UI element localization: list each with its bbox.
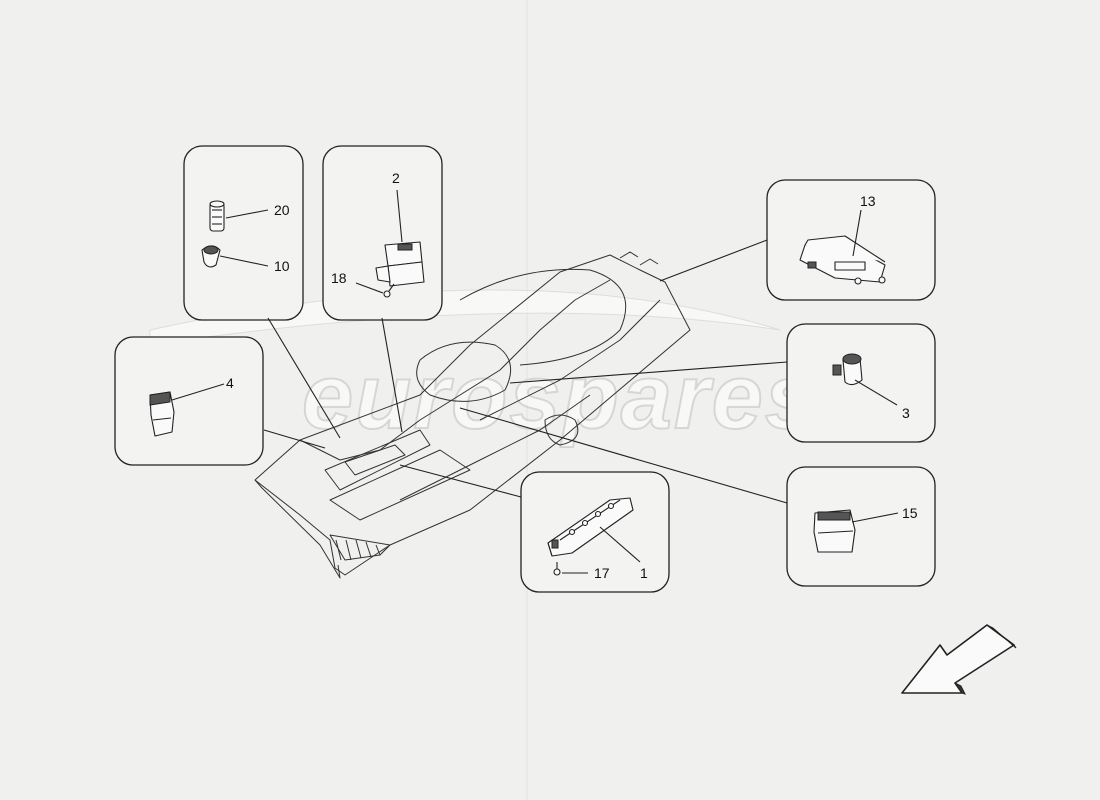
center-console-assembly — [254, 251, 691, 579]
callout-box-2-18: 2 18 — [322, 145, 443, 321]
switch-panel-part-1 — [547, 497, 634, 557]
leader-box-4 — [263, 429, 326, 449]
switch-part-2 — [375, 241, 425, 287]
direction-arrow-icon — [901, 624, 1017, 695]
callout-box-15: 15 — [786, 466, 936, 587]
switch-panel-part-13 — [799, 235, 886, 285]
leader-box-20-10 — [267, 317, 341, 439]
leader-box-15 — [459, 407, 788, 504]
connector-plug-part-10 — [201, 245, 221, 268]
callout-box-4: 4 — [114, 336, 264, 466]
callout-3: 3 — [902, 405, 910, 421]
callout-1: 1 — [640, 565, 648, 581]
connector-sleeve-part-20 — [209, 200, 225, 232]
callout-18: 18 — [331, 270, 347, 286]
screw-part-18 — [383, 283, 395, 298]
leader-box-1-17 — [399, 464, 522, 498]
leader-box-3 — [509, 361, 788, 384]
switch-part-4 — [149, 391, 175, 437]
callout-20: 20 — [274, 202, 290, 218]
watermark: eurospares — [149, 289, 818, 449]
callout-4: 4 — [226, 375, 234, 391]
callout-box-3: 3 — [786, 323, 936, 443]
callout-box-13: 13 — [766, 179, 936, 301]
callout-10: 10 — [274, 258, 290, 274]
leader-box-2-18 — [381, 317, 403, 433]
callout-box-20-10: 20 10 — [183, 145, 304, 321]
callout-15: 15 — [902, 505, 918, 521]
switch-part-15 — [813, 509, 856, 553]
callout-13: 13 — [860, 193, 876, 209]
screw-part-17 — [553, 562, 561, 576]
watermark-text: eurospares — [302, 346, 818, 448]
callout-17: 17 — [594, 565, 610, 581]
socket-part-3 — [832, 353, 863, 386]
callout-2: 2 — [392, 170, 400, 186]
callout-box-1-17: 1 17 — [520, 471, 670, 593]
leader-box-13 — [659, 239, 768, 282]
